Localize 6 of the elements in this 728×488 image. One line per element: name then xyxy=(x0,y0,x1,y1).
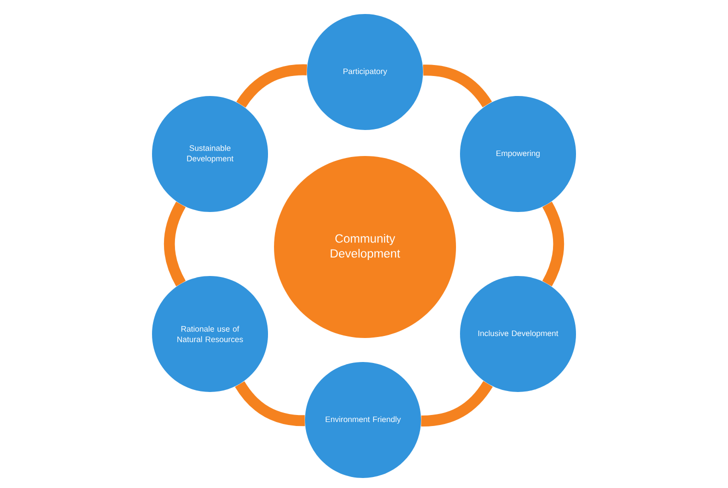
ring-arc xyxy=(164,202,186,286)
ring-arc xyxy=(542,202,564,286)
ring-arc xyxy=(236,64,307,108)
ring-arc xyxy=(423,64,492,108)
ring-arc xyxy=(235,381,305,426)
ring-arc xyxy=(421,380,493,426)
